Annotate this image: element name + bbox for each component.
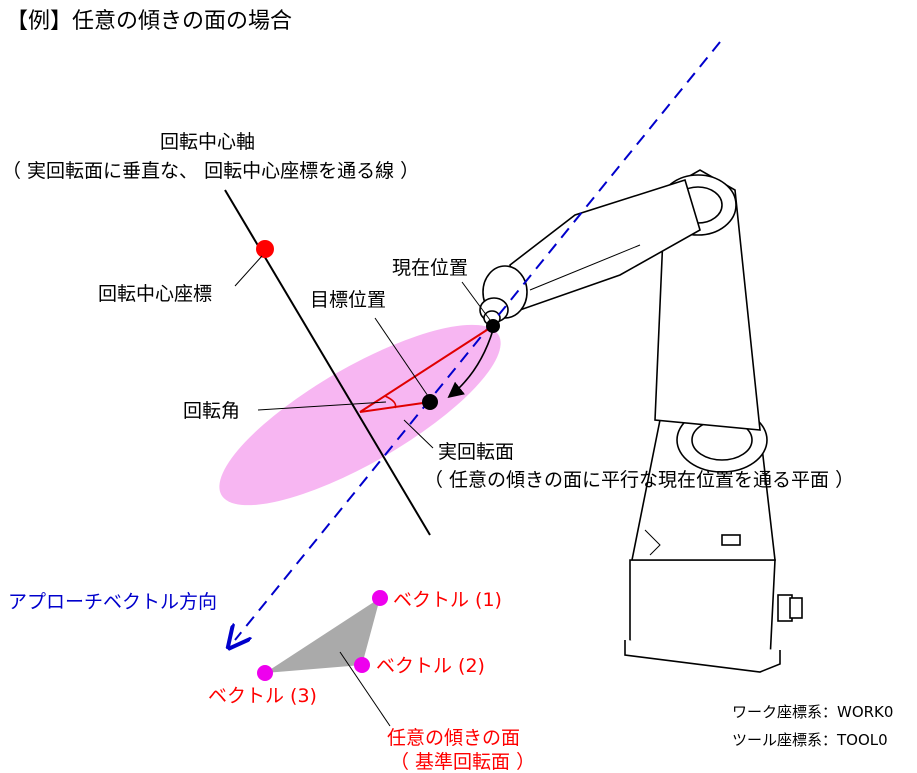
robot-base-plate [624,640,781,673]
label-actual-plane-note: （ 任意の傾きの面に平行な現在位置を通る平面 ） [424,469,854,491]
robot-connector-cap [789,597,803,619]
label-vector-1: ベクトル (1) [393,589,502,611]
label-approach-vector: アプローチベクトル方向 [8,591,217,613]
label-rotation-center: 回転中心座標 [98,283,212,305]
label-vector-2: ベクトル (2) [376,655,485,677]
robot-arm-illustration [479,169,803,673]
label-rotation-axis-note: （ 実回転面に垂直な、 回転中心座標を通る線 ） [2,160,419,182]
leader-rotation-angle [257,401,387,411]
current-position-point [486,319,500,333]
label-rotation-angle: 回転角 [183,400,240,422]
leader-current-position [461,281,491,321]
label-actual-plane: 実回転面 [438,441,514,463]
rotation-angle-arc [384,395,397,409]
label-tilted-plane: 任意の傾きの面 [387,727,520,749]
label-tool-coord: ツール座標系：TOOL0 [732,731,888,749]
vector-1-point [372,590,388,606]
label-rotation-axis: 回転中心軸 [160,131,255,153]
leader-actual-plane [403,419,434,449]
label-current-position: 現在位置 [392,257,468,279]
actual-rotation-plane [219,324,501,506]
rotation-direction-arc [447,329,494,398]
robot-base-label-plate [721,534,741,546]
vector-3-point [257,665,273,681]
approach-vector-line [235,41,721,640]
label-target-position: 目標位置 [310,289,386,311]
label-tilted-plane-note: （ 基準回転面 ） [390,751,535,773]
label-work-coord: ワーク座標系：WORK0 [732,703,893,721]
vector-2-point [354,657,370,673]
tilted-plane-triangle [265,598,380,673]
robot-forearm-edge [529,244,641,291]
target-position-point [422,394,438,410]
leader-target-position [374,317,429,397]
diagram-title: 【例】任意の傾きの面の場合 [6,9,292,34]
leader-rotation-center [234,255,263,287]
label-vector-3: ベクトル (3) [208,685,317,707]
rotation-center-point [256,240,274,258]
current-radius-line [359,325,494,413]
leader-tilted-plane [339,651,391,727]
robot-base-detail [644,529,661,556]
